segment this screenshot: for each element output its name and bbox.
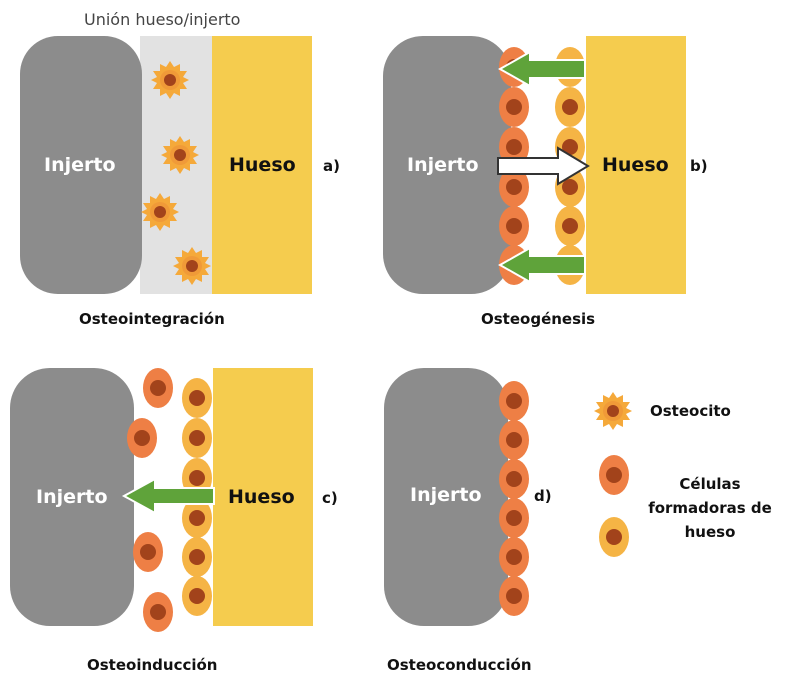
- yellow-bone-cell: [182, 418, 212, 458]
- legend: [594, 392, 632, 557]
- panel-c: [10, 368, 313, 632]
- caption-d: Osteoconducción: [387, 656, 532, 674]
- yellow-bone-cell: [555, 206, 585, 246]
- panel-letter-a: a): [323, 157, 340, 175]
- graft-label-a: Injerto: [44, 154, 116, 176]
- orange-bone-cell: [499, 576, 529, 616]
- orange-bone-cell: [127, 418, 157, 458]
- orange-bone-cell: [143, 368, 173, 408]
- graft-block: [384, 368, 508, 626]
- caption-c: Osteoinducción: [87, 656, 218, 674]
- yellow-bone-cell: [182, 537, 212, 577]
- panel-letter-b: b): [690, 157, 708, 175]
- left-arrow-icon: [497, 246, 586, 284]
- left-arrow-icon: [497, 50, 586, 88]
- caption-b: Osteogénesis: [481, 310, 596, 328]
- left-arrow-icon: [121, 477, 215, 515]
- orange-bone-cell: [133, 532, 163, 572]
- legend-cells-label-line2: formadoras de: [648, 499, 772, 517]
- orange-bone-cell: [499, 459, 529, 499]
- panel-b: [383, 36, 686, 294]
- orange-bone-cell: [499, 537, 529, 577]
- legend-yellow-cell-icon: [599, 517, 629, 557]
- panel-letter-c: c): [322, 489, 338, 507]
- bone-block: [213, 368, 313, 626]
- legend-osteocyte-icon: [594, 392, 632, 430]
- yellow-bone-cell: [182, 378, 212, 418]
- bone-block: [212, 36, 312, 294]
- orange-bone-cell: [499, 206, 529, 246]
- yellow-bone-cell: [182, 576, 212, 616]
- caption-a: Osteointegración: [79, 310, 225, 328]
- bone-label-c: Hueso: [228, 486, 295, 508]
- legend-cells-label-line1: Células: [679, 475, 741, 493]
- graft-block: [10, 368, 134, 626]
- graft-block: [20, 36, 142, 294]
- orange-bone-cell: [499, 420, 529, 460]
- panel-a: [20, 36, 312, 294]
- bone-label-b: Hueso: [602, 154, 669, 176]
- graft-label-c: Injerto: [36, 486, 108, 508]
- panel-letter-d: d): [534, 487, 552, 505]
- orange-bone-cell: [143, 592, 173, 632]
- graft-block: [383, 36, 511, 294]
- bone-block: [586, 36, 686, 294]
- legend-cells-label-line3: hueso: [684, 523, 736, 541]
- legend-osteocyte-label: Osteocito: [650, 402, 731, 420]
- yellow-bone-cell: [555, 87, 585, 127]
- legend-orange-cell-icon: [599, 455, 629, 495]
- orange-bone-cell: [499, 498, 529, 538]
- graft-label-d: Injerto: [410, 484, 482, 506]
- panel-d: [384, 368, 529, 626]
- graft-bone-union-label: Unión hueso/injerto: [84, 10, 241, 29]
- orange-bone-cell: [499, 87, 529, 127]
- bone-label-a: Hueso: [229, 154, 296, 176]
- orange-bone-cell: [499, 381, 529, 421]
- right-arrow-icon: [497, 146, 590, 186]
- graft-label-b: Injerto: [407, 154, 479, 176]
